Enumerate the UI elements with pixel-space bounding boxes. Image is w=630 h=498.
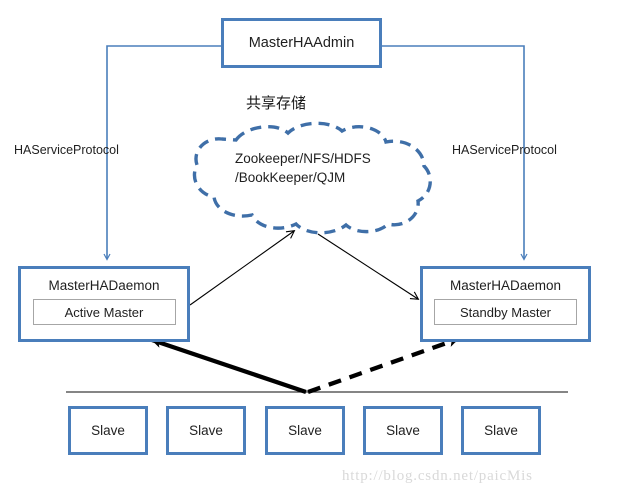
shared-storage-cloud: [192, 121, 432, 235]
slave-node-4[interactable]: Slave: [363, 406, 443, 455]
slave-node-3[interactable]: Slave: [265, 406, 345, 455]
slave-label: Slave: [386, 423, 420, 438]
active-master-label: Active Master: [64, 304, 144, 320]
master-ha-daemon-standby-box[interactable]: MasterHADaemon Standby Master: [420, 266, 591, 342]
connector-admin-to-standby: [382, 45, 528, 261]
standby-master-state-box[interactable]: Standby Master: [434, 299, 577, 325]
slave-label: Slave: [189, 423, 223, 438]
slave-label: Slave: [288, 423, 322, 438]
arrow-slave-to-active: [151, 337, 307, 395]
daemon-active-title: MasterHADaemon: [48, 278, 160, 293]
shared-storage-line-1: Zookeeper/NFS/HDFS: [235, 151, 371, 166]
daemon-standby-title: MasterHADaemon: [449, 278, 562, 293]
slave-node-5[interactable]: Slave: [461, 406, 541, 455]
slave-label: Slave: [91, 423, 125, 438]
watermark-text: http://blog.csdn.net/paicMis: [342, 468, 533, 484]
active-master-state-box[interactable]: Active Master: [32, 299, 176, 325]
master-ha-admin-box[interactable]: MasterHAAdmin: [221, 18, 382, 68]
ha-service-protocol-label-left: HAServiceProtocol: [14, 143, 119, 157]
master-ha-daemon-active-box[interactable]: MasterHADaemon Active Master: [18, 266, 190, 342]
slave-label: Slave: [484, 423, 518, 438]
slave-node-1[interactable]: Slave: [68, 406, 148, 455]
arrow-storage-to-standby: [317, 233, 420, 300]
master-ha-admin-label: MasterHAAdmin: [248, 35, 355, 51]
shared-storage-title: 共享存储: [246, 94, 307, 112]
ha-service-protocol-label-right: HAServiceProtocol: [452, 143, 557, 157]
shared-storage-line-2: /BookKeeper/QJM: [235, 170, 346, 185]
arrow-active-to-storage: [189, 230, 296, 306]
connector-admin-to-active: [103, 45, 221, 261]
standby-master-label: Standby Master: [459, 304, 552, 320]
arrow-slave-to-standby: [307, 336, 459, 395]
slave-node-2[interactable]: Slave: [166, 406, 246, 455]
